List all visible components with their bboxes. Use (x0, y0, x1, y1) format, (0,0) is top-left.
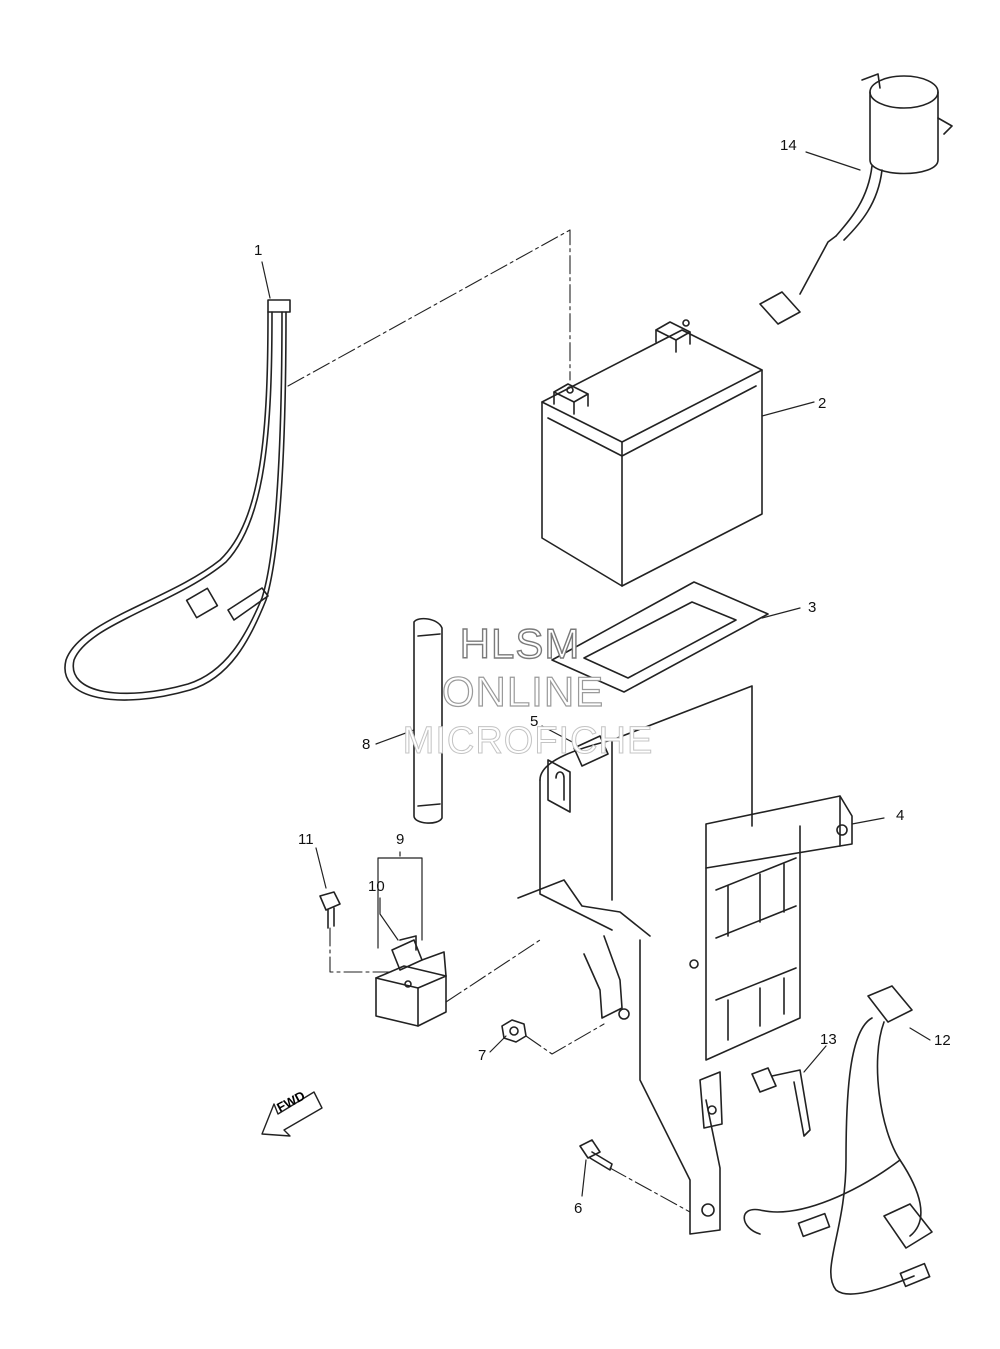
bolt-11 (319, 891, 341, 929)
callout-7: 7 (478, 1047, 487, 1064)
battery-band-8 (413, 617, 443, 824)
bolt-6 (579, 1139, 613, 1171)
wire-harness-12 (743, 985, 933, 1295)
callout-10: 10 (368, 878, 385, 895)
battery-2 (541, 319, 763, 587)
leader-lines (261, 151, 931, 1197)
assembly-lines (287, 229, 691, 1213)
callout-4: 4 (896, 807, 905, 824)
watermark-line-2: ONLINE (441, 667, 605, 715)
callout-3: 3 (808, 599, 817, 616)
fwd-arrow-icon (261, 1091, 323, 1137)
callout-2: 2 (818, 395, 827, 412)
callout-12: 12 (934, 1032, 951, 1049)
callout-11: 11 (298, 831, 314, 848)
battery-cable-1 (64, 299, 291, 701)
dc-outlet-14 (759, 73, 953, 325)
callout-5: 5 (530, 713, 539, 730)
watermark-line-1: HLSM (459, 619, 581, 667)
cable-tie-13 (751, 1067, 811, 1137)
callout-1: 1 (254, 242, 263, 259)
callout-9: 9 (396, 831, 405, 848)
damper-5 (573, 735, 609, 767)
mat-3 (551, 581, 769, 693)
callout-14: 14 (780, 137, 797, 154)
callout-13: 13 (820, 1031, 837, 1048)
callout-8: 8 (362, 736, 371, 753)
nut-7 (501, 1019, 527, 1043)
callout-6: 6 (574, 1200, 583, 1217)
starter-relay-9 (375, 935, 447, 1027)
battery-box-4 (517, 685, 853, 1235)
watermark-line-3: MICROFICHE (402, 720, 654, 763)
